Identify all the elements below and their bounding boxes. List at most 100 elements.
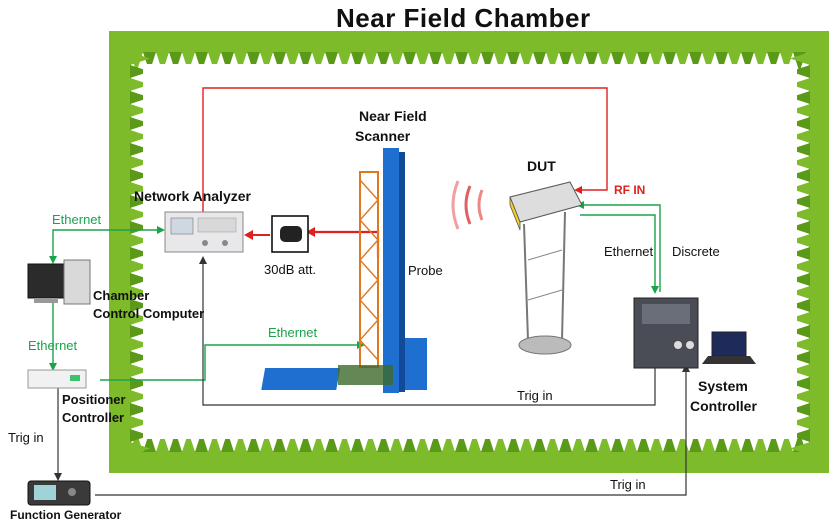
- absorber-spike: [637, 52, 650, 72]
- positioner-controller: [27, 369, 87, 389]
- chamber-computer-label-line1: Chamber: [93, 288, 150, 303]
- absorber-spike: [689, 52, 702, 72]
- absorber-spike: [273, 432, 286, 452]
- absorber-spike: [790, 52, 810, 65]
- absorber-spike: [790, 117, 810, 130]
- absorber-spike: [676, 52, 689, 72]
- absorber-spike: [455, 432, 468, 452]
- system-controller: [633, 297, 756, 369]
- absorber-spike: [130, 91, 150, 104]
- absorber-spike: [390, 432, 403, 452]
- absorber-spike: [572, 52, 585, 72]
- absorber-spike: [182, 432, 195, 452]
- absorber-spike: [143, 52, 156, 72]
- positioner-label-line2: Controller: [62, 410, 125, 425]
- absorber-spike: [702, 52, 715, 72]
- absorber-spike: [790, 221, 810, 234]
- absorber-spike: [130, 104, 150, 117]
- absorber-spike: [790, 390, 810, 403]
- absorber-spike: [442, 432, 455, 452]
- absorber-spike: [130, 273, 150, 286]
- absorber-spike: [494, 432, 507, 452]
- absorber-spike: [637, 432, 650, 452]
- absorber-spike: [624, 52, 637, 72]
- absorber-spike: [364, 432, 377, 452]
- dut-stand: [509, 181, 583, 355]
- absorber-spike: [790, 351, 810, 364]
- absorber-spike: [286, 432, 299, 452]
- absorber-spike: [728, 52, 741, 72]
- chamber-computer-label-line2: Control Computer: [93, 306, 205, 321]
- function-generator-label: Function Generator: [10, 508, 122, 522]
- absorber-spike: [790, 403, 810, 416]
- absorber-spike: [754, 52, 767, 72]
- absorber-spike: [611, 52, 624, 72]
- absorber-spike: [442, 52, 455, 72]
- absorber-spike: [790, 442, 810, 455]
- absorber-spike: [195, 52, 208, 72]
- absorber-spike: [130, 130, 150, 143]
- absorber-spike: [156, 432, 169, 452]
- absorber-spike: [790, 273, 810, 286]
- absorber-spike: [130, 182, 150, 195]
- absorber-spike: [790, 104, 810, 117]
- scanner-label-line2: Scanner: [355, 128, 411, 144]
- ethernet-label-top-left: Ethernet: [52, 212, 102, 227]
- absorber-spike: [403, 52, 416, 72]
- absorber-spike: [790, 78, 810, 91]
- absorber-spike: [790, 65, 810, 78]
- absorber-spike: [663, 52, 676, 72]
- absorber-spike: [247, 52, 260, 72]
- absorber-spike: [790, 429, 810, 442]
- absorber-spike: [130, 403, 150, 416]
- absorber-spike: [689, 432, 702, 452]
- absorber-spike: [611, 432, 624, 452]
- absorber-spike: [130, 338, 150, 351]
- absorber-spike: [572, 432, 585, 452]
- absorber-spike: [520, 432, 533, 452]
- absorber-spike: [780, 52, 793, 72]
- absorber-spike: [299, 52, 312, 72]
- absorber-spike: [234, 432, 247, 452]
- absorber-spike: [455, 52, 468, 72]
- absorber-spike: [481, 432, 494, 452]
- absorber-spike: [130, 78, 150, 91]
- absorber-spike: [169, 52, 182, 72]
- absorber-spike: [429, 432, 442, 452]
- absorber-spike: [130, 364, 150, 377]
- absorber-spikes: [130, 52, 819, 455]
- absorber-spike: [130, 247, 150, 260]
- chamber-title: Near Field Chamber: [336, 3, 591, 33]
- radiation-waves-icon: [451, 180, 484, 230]
- absorber-spike: [715, 52, 728, 72]
- absorber-spike: [130, 169, 150, 182]
- absorber-spike: [416, 52, 429, 72]
- absorber-spike: [728, 432, 741, 452]
- absorber-spike: [377, 432, 390, 452]
- absorber-spike: [624, 432, 637, 452]
- dut-label: DUT: [527, 158, 556, 174]
- absorber-spike: [234, 52, 247, 72]
- absorber-spike: [507, 52, 520, 72]
- absorber-spike: [790, 169, 810, 182]
- absorber-spike: [790, 234, 810, 247]
- absorber-spike: [790, 299, 810, 312]
- absorber-spike: [790, 143, 810, 156]
- absorber-spike: [559, 432, 572, 452]
- absorber-spike: [130, 429, 150, 442]
- absorber-spike: [312, 52, 325, 72]
- absorber-spike: [130, 351, 150, 364]
- absorber-spike: [790, 377, 810, 390]
- attenuator: [271, 215, 309, 253]
- absorber-spike: [260, 432, 273, 452]
- absorber-spike: [790, 130, 810, 143]
- absorber-spike: [416, 432, 429, 452]
- absorber-spike: [312, 432, 325, 452]
- absorber-spike: [130, 442, 150, 455]
- absorber-spike: [273, 52, 286, 72]
- absorber-spike: [182, 52, 195, 72]
- absorber-spike: [650, 52, 663, 72]
- discrete-label: Discrete: [672, 244, 720, 259]
- absorber-spike: [130, 325, 150, 338]
- absorber-spike: [325, 52, 338, 72]
